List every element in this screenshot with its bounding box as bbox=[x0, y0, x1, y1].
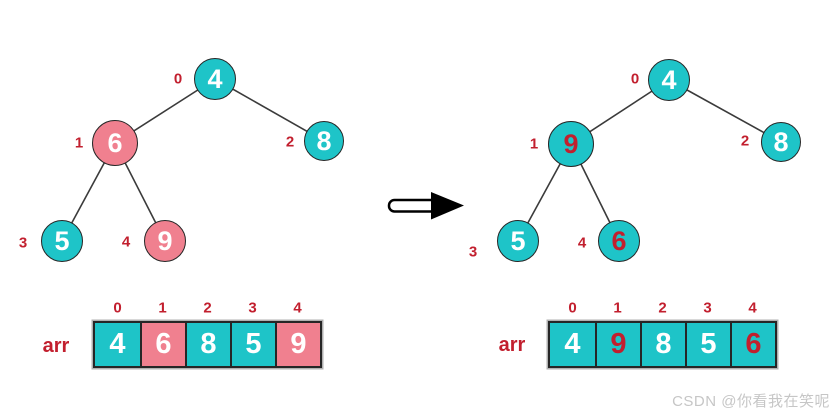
left-array-index-0: 0 bbox=[113, 299, 122, 317]
left-tree-node-1: 6 bbox=[92, 120, 138, 166]
right-tree-node-3: 5 bbox=[497, 220, 539, 262]
right-array-cell-4: 6 bbox=[730, 323, 775, 366]
left-tree-node-0: 4 bbox=[194, 58, 236, 100]
right-array-cell-2: 8 bbox=[640, 323, 685, 366]
right-tree-index-2: 2 bbox=[740, 132, 750, 150]
right-array-cell-0: 4 bbox=[550, 323, 595, 366]
left-array-label: arr bbox=[42, 335, 70, 357]
right-array-index-0: 0 bbox=[568, 299, 577, 317]
right-tree-node-0: 4 bbox=[648, 59, 690, 101]
left-tree-node-3: 5 bbox=[41, 220, 83, 262]
right-array-index-4: 4 bbox=[748, 299, 757, 317]
left-tree-index-1: 1 bbox=[74, 134, 84, 152]
left-array-cell-0: 4 bbox=[95, 323, 140, 366]
left-array-index-1: 1 bbox=[158, 299, 167, 317]
left-array-index-3: 3 bbox=[248, 299, 257, 317]
right-tree-node-2: 8 bbox=[761, 122, 801, 162]
left-tree-index-4: 4 bbox=[121, 233, 131, 251]
right-tree-index-1: 1 bbox=[529, 135, 539, 153]
transform-arrow bbox=[387, 192, 464, 220]
right-tree-node-4: 6 bbox=[598, 220, 640, 262]
right-array-cell-1: 9 bbox=[595, 323, 640, 366]
left-array-cell-2: 8 bbox=[185, 323, 230, 366]
right-array-label: arr bbox=[498, 334, 526, 356]
right-tree-index-0: 0 bbox=[630, 70, 640, 88]
left-array-index-4: 4 bbox=[293, 299, 302, 317]
csdn-watermark: CSDN @你看我在笑呢 bbox=[672, 393, 830, 410]
left-array-index-2: 2 bbox=[203, 299, 212, 317]
right-array-cell-3: 5 bbox=[685, 323, 730, 366]
left-tree-node-2: 8 bbox=[304, 121, 344, 161]
left-tree-index-0: 0 bbox=[173, 70, 183, 88]
right-array-index-3: 3 bbox=[703, 299, 712, 317]
left-array-cell-4: 9 bbox=[275, 323, 320, 366]
right-array-index-1: 1 bbox=[613, 299, 622, 317]
left-array-cell-3: 5 bbox=[230, 323, 275, 366]
left-array-cell-1: 6 bbox=[140, 323, 185, 366]
right-tree-index-4: 4 bbox=[577, 234, 587, 252]
right-tree-index-3: 3 bbox=[468, 243, 478, 261]
left-tree-node-4: 9 bbox=[144, 220, 186, 262]
right-array-index-2: 2 bbox=[658, 299, 667, 317]
left-tree-index-2: 2 bbox=[285, 133, 295, 151]
left-tree-index-3: 3 bbox=[18, 234, 28, 252]
right-tree-node-1: 9 bbox=[548, 121, 594, 167]
